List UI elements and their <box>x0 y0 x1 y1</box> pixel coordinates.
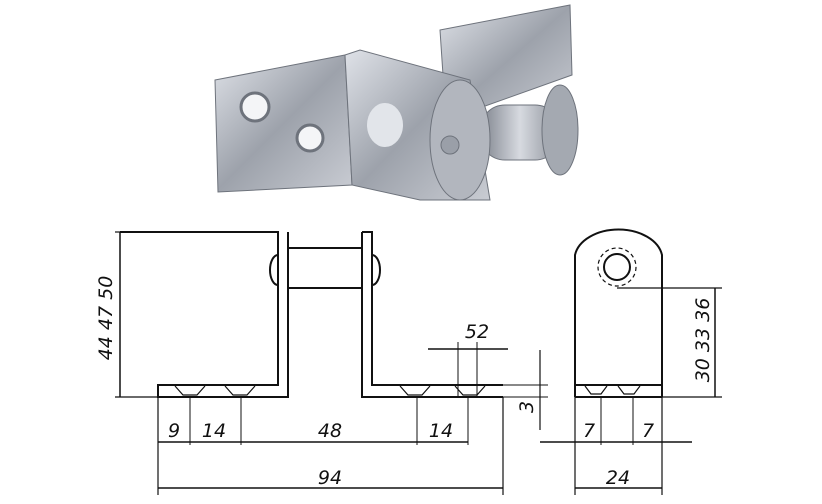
side-view <box>540 228 722 495</box>
side-view-labels: 30 33 36 7 7 24 <box>583 298 714 489</box>
hole-spacing-label: 52 <box>465 321 489 343</box>
side-right-label: 7 <box>642 420 654 442</box>
side-height-label: 30 33 36 <box>692 298 714 383</box>
dim-a-label: 9 <box>168 420 180 442</box>
overall-width-label: 94 <box>318 467 342 489</box>
front-height-label: 44 47 50 <box>95 276 117 361</box>
thickness-label: 3 <box>516 401 538 413</box>
side-width-label: 24 <box>606 467 630 489</box>
front-view-labels: 44 47 50 52 3 9 14 48 14 94 <box>95 276 538 489</box>
product-photo <box>214 4 579 201</box>
dim-b-label: 14 <box>202 420 226 442</box>
dim-d-label: 14 <box>429 420 453 442</box>
dim-c-label: 48 <box>318 420 342 442</box>
side-left-label: 7 <box>583 420 595 442</box>
front-view <box>115 231 548 495</box>
